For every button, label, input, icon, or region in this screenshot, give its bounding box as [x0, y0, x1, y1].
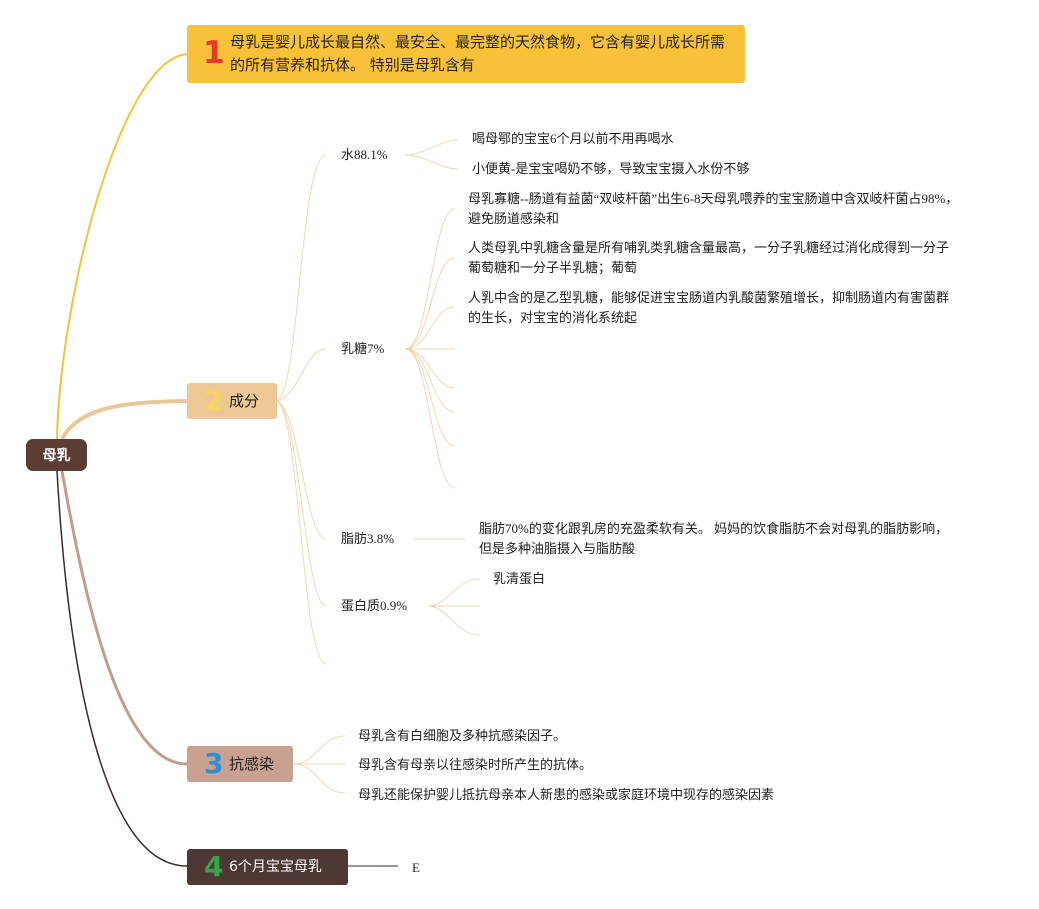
leaf-lactose-1[interactable]: 母乳寡糖--肠道有益菌“双岐杆菌”出生6-8天母乳喂养的宝宝肠道中含双岐杆菌占9…: [468, 191, 959, 226]
connector-fat: [276, 400, 327, 540]
connector-branch3: [60, 470, 188, 766]
connector-branch4: [56, 470, 188, 867]
branch1-text: 母乳是婴儿成长最自然、最安全、最完整的天然食物，它含有婴儿成长所需的所有营养和抗…: [230, 33, 726, 74]
subnode-water[interactable]: 水88.1%: [341, 147, 388, 162]
branch2-label: 成分: [229, 392, 260, 410]
number-1-icon: 1: [203, 35, 225, 71]
leaf-protein-1[interactable]: 乳清蛋白: [493, 571, 546, 586]
branch1-node[interactable]: 1 母乳是婴儿成长最自然、最安全、最完整的天然食物，它含有婴儿成长所需的所有营养…: [187, 25, 745, 83]
leaf-infection-3[interactable]: 母乳还能保护婴儿抵抗母亲本人新患的感染或家庭环境中现存的感染因素: [358, 787, 775, 802]
connector-branch2: [60, 399, 188, 440]
leaf-lactose-3[interactable]: 人乳中含的是乙型乳糖，能够促进宝宝肠道内乳酸菌繁殖增长，抑制肠道内有害菌群的生长…: [468, 290, 950, 325]
subnode-protein[interactable]: 蛋白质0.9%: [341, 598, 408, 613]
branch3-node[interactable]: 3 抗感染: [187, 746, 293, 782]
connector-protein: [276, 400, 327, 607]
connector-branch1: [56, 53, 188, 440]
branch3-label: 抗感染: [229, 755, 275, 773]
branch4-label: 6个月宝宝母乳: [229, 859, 322, 875]
leaf-fat-1[interactable]: 脂肪70%的变化跟乳房的充盈柔软有关。 妈妈的饮食脂肪不会对母乳的脂肪影响，但是…: [479, 521, 949, 556]
number-3-icon: 3: [204, 747, 224, 780]
leaf-water-1[interactable]: 喝母鄂的宝宝6个月以前不用再喝水: [472, 131, 674, 146]
subnode-fat[interactable]: 脂肪3.8%: [341, 531, 395, 546]
number-4-icon: 4: [204, 850, 224, 883]
root-node[interactable]: 母乳: [26, 439, 87, 471]
subnode-lactose[interactable]: 乳糖7%: [341, 341, 385, 356]
leaf-water-2[interactable]: 小便黄-是宝宝喝奶不够，导致宝宝摄入水份不够: [472, 161, 750, 176]
connector-water: [276, 154, 327, 402]
leaf-infection-1[interactable]: 母乳含有白细胞及多种抗感染因子。: [358, 728, 567, 743]
leaf-branch4-1[interactable]: E: [412, 860, 420, 875]
leaf-infection-2[interactable]: 母乳含有母亲以往感染时所产生的抗体。: [358, 757, 593, 772]
root-label: 母乳: [42, 448, 71, 464]
number-2-icon: 2: [204, 384, 224, 417]
leaf-lactose-2[interactable]: 人类母乳中乳糖含量是所有哺乳类乳糖含量最高，一分子乳糖经过消化成得到一分子葡萄糖…: [468, 240, 950, 275]
branch2-node[interactable]: 2 成分: [187, 383, 277, 419]
connector-empty-leaf: [276, 400, 327, 665]
branch4-node[interactable]: 4 6个月宝宝母乳: [187, 849, 348, 885]
connector-lactose: [276, 348, 327, 402]
